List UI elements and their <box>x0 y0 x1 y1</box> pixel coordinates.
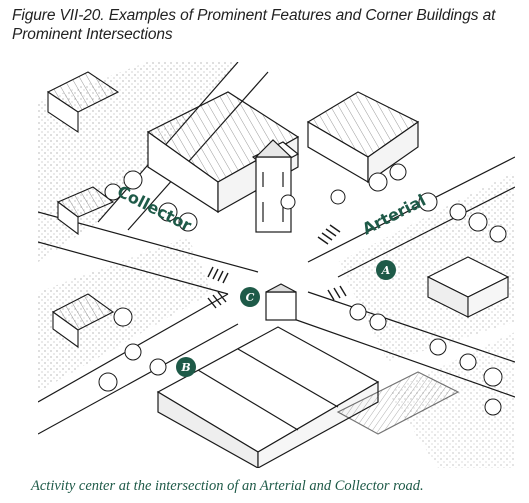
figure-title: Figure VII-20. Examples of Prominent Fea… <box>12 7 496 43</box>
marker-b: B <box>176 357 196 377</box>
figure-caption: Activity center at the intersection of a… <box>31 478 424 494</box>
shopping-center <box>156 283 460 468</box>
houses-upper-left <box>46 71 120 349</box>
street-trees <box>98 163 507 416</box>
buildings-right <box>426 256 510 318</box>
marker-a: A <box>376 260 396 280</box>
marker-b-letter: B <box>180 361 190 374</box>
corner-building-tower <box>146 91 300 233</box>
building-upper-right <box>306 91 420 184</box>
marker-c: C <box>240 287 260 307</box>
marker-a-letter: A <box>381 264 391 277</box>
crosswalks <box>207 224 347 309</box>
marker-c-letter: C <box>246 291 255 304</box>
intersection-illustration: Collector Arterial C B A <box>38 62 515 468</box>
